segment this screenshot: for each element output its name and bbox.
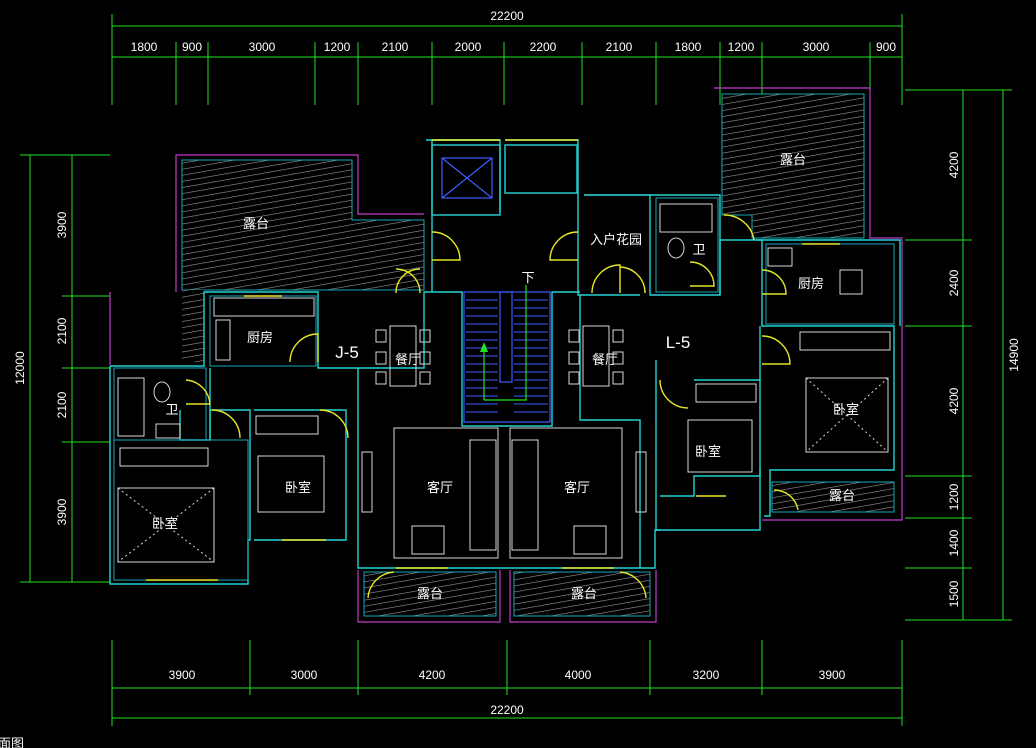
dimension-label: 1200 xyxy=(324,40,351,54)
dimension-label: 2400 xyxy=(947,269,961,296)
bath-right-label: 卫 xyxy=(692,243,705,258)
dimension-label: 3900 xyxy=(819,668,846,682)
dimension-label: 1200 xyxy=(947,483,961,510)
balcony-top-left xyxy=(181,159,425,291)
stair-arrow-icon xyxy=(480,342,488,352)
outer-outline xyxy=(109,87,903,623)
left-segment-labels: 3900 2100 2100 3900 xyxy=(55,211,69,525)
dimension-label: 900 xyxy=(876,40,896,54)
bottom-dimension-lines xyxy=(111,640,903,726)
balcony-bottom-right-label: 露台 xyxy=(571,587,597,602)
left-total-dimension: 12000 xyxy=(13,351,27,385)
living-right-label: 客厅 xyxy=(564,480,590,496)
bedroom-right-outer-label: 卧室 xyxy=(833,402,859,418)
bedroom-right-inner-label: 卧室 xyxy=(695,444,721,460)
elevator-shaft xyxy=(441,157,493,199)
dimension-label: 2100 xyxy=(55,391,69,418)
dimension-label: 2200 xyxy=(530,40,557,54)
furniture xyxy=(117,203,891,563)
top-total-dimension: 22200 xyxy=(490,9,524,23)
dimension-label: 2100 xyxy=(55,317,69,344)
top-dimension-lines xyxy=(111,14,903,105)
unit-right-label: L-5 xyxy=(666,333,691,352)
bottom-total-dimension: 22200 xyxy=(490,703,524,717)
bath-left-label: 卫 xyxy=(165,403,178,418)
kitchen-right-label: 厨房 xyxy=(798,276,824,292)
balcony-bottom-left-label: 露台 xyxy=(417,587,443,602)
balcony-bottom-left xyxy=(363,571,497,617)
dimension-label: 1200 xyxy=(728,40,755,54)
dimension-label: 2100 xyxy=(382,40,409,54)
dimension-label: 3900 xyxy=(55,498,69,525)
drawing-caption: 面图 xyxy=(0,737,24,748)
unit-left-label: J-5 xyxy=(335,343,359,362)
left-dimension-lines xyxy=(20,154,110,583)
dining-right-label: 餐厅 xyxy=(592,352,618,368)
balcony-top-left-label: 露台 xyxy=(243,217,269,232)
dimension-label: 1800 xyxy=(675,40,702,54)
dimension-label: 4000 xyxy=(565,668,592,682)
room-labels: 露台 露台 厨房 厨房 餐厅 餐厅 卫 卫 入户花园 卧室 卧室 卧室 卧室 客… xyxy=(152,153,859,602)
dimension-label: 3000 xyxy=(249,40,276,54)
dimension-label: 3000 xyxy=(803,40,830,54)
balcony-right-small xyxy=(771,481,895,513)
right-segment-labels: 4200 2400 4200 1200 1400 1500 xyxy=(947,151,961,607)
dimension-label: 2000 xyxy=(455,40,482,54)
dimension-label: 3200 xyxy=(693,668,720,682)
dimension-label: 3900 xyxy=(55,211,69,238)
kitchen-left-label: 厨房 xyxy=(247,330,273,346)
dimension-label: 900 xyxy=(182,40,202,54)
bedroom-left-inner-label: 卧室 xyxy=(285,480,311,496)
right-total-dimension: 14900 xyxy=(1007,338,1021,372)
dimension-label: 4200 xyxy=(947,387,961,414)
stair-direction-label: 下 xyxy=(521,271,534,286)
dimension-label: 3000 xyxy=(291,668,318,682)
dimension-label: 2100 xyxy=(606,40,633,54)
bedroom-left-outer-label: 卧室 xyxy=(152,516,178,532)
dimension-label: 1500 xyxy=(947,580,961,607)
dimension-label: 1800 xyxy=(131,40,158,54)
balcony-bottom-right xyxy=(513,571,651,617)
doors xyxy=(146,139,840,599)
dining-left-label: 餐厅 xyxy=(395,352,421,368)
dimension-label: 3900 xyxy=(169,668,196,682)
right-dimension-lines xyxy=(905,89,1012,621)
top-segment-labels: 1800 900 3000 1200 2100 2000 2200 2100 1800 1200 3… xyxy=(131,40,897,54)
balcony-top-right xyxy=(721,93,865,239)
balcony-right-small-label: 露台 xyxy=(829,489,855,504)
dimension-label: 1400 xyxy=(947,529,961,556)
living-left-label: 客厅 xyxy=(427,480,453,496)
dimension-label: 4200 xyxy=(947,151,961,178)
bottom-segment-labels: 3900 3000 4200 4000 3200 3900 xyxy=(169,668,846,682)
dimension-label: 4200 xyxy=(419,668,446,682)
balcony-top-right-label: 露台 xyxy=(780,153,806,168)
stairwell: 下 xyxy=(463,271,551,423)
balcony-left-strip xyxy=(182,290,204,362)
entry-garden-label: 入户花园 xyxy=(590,232,642,248)
